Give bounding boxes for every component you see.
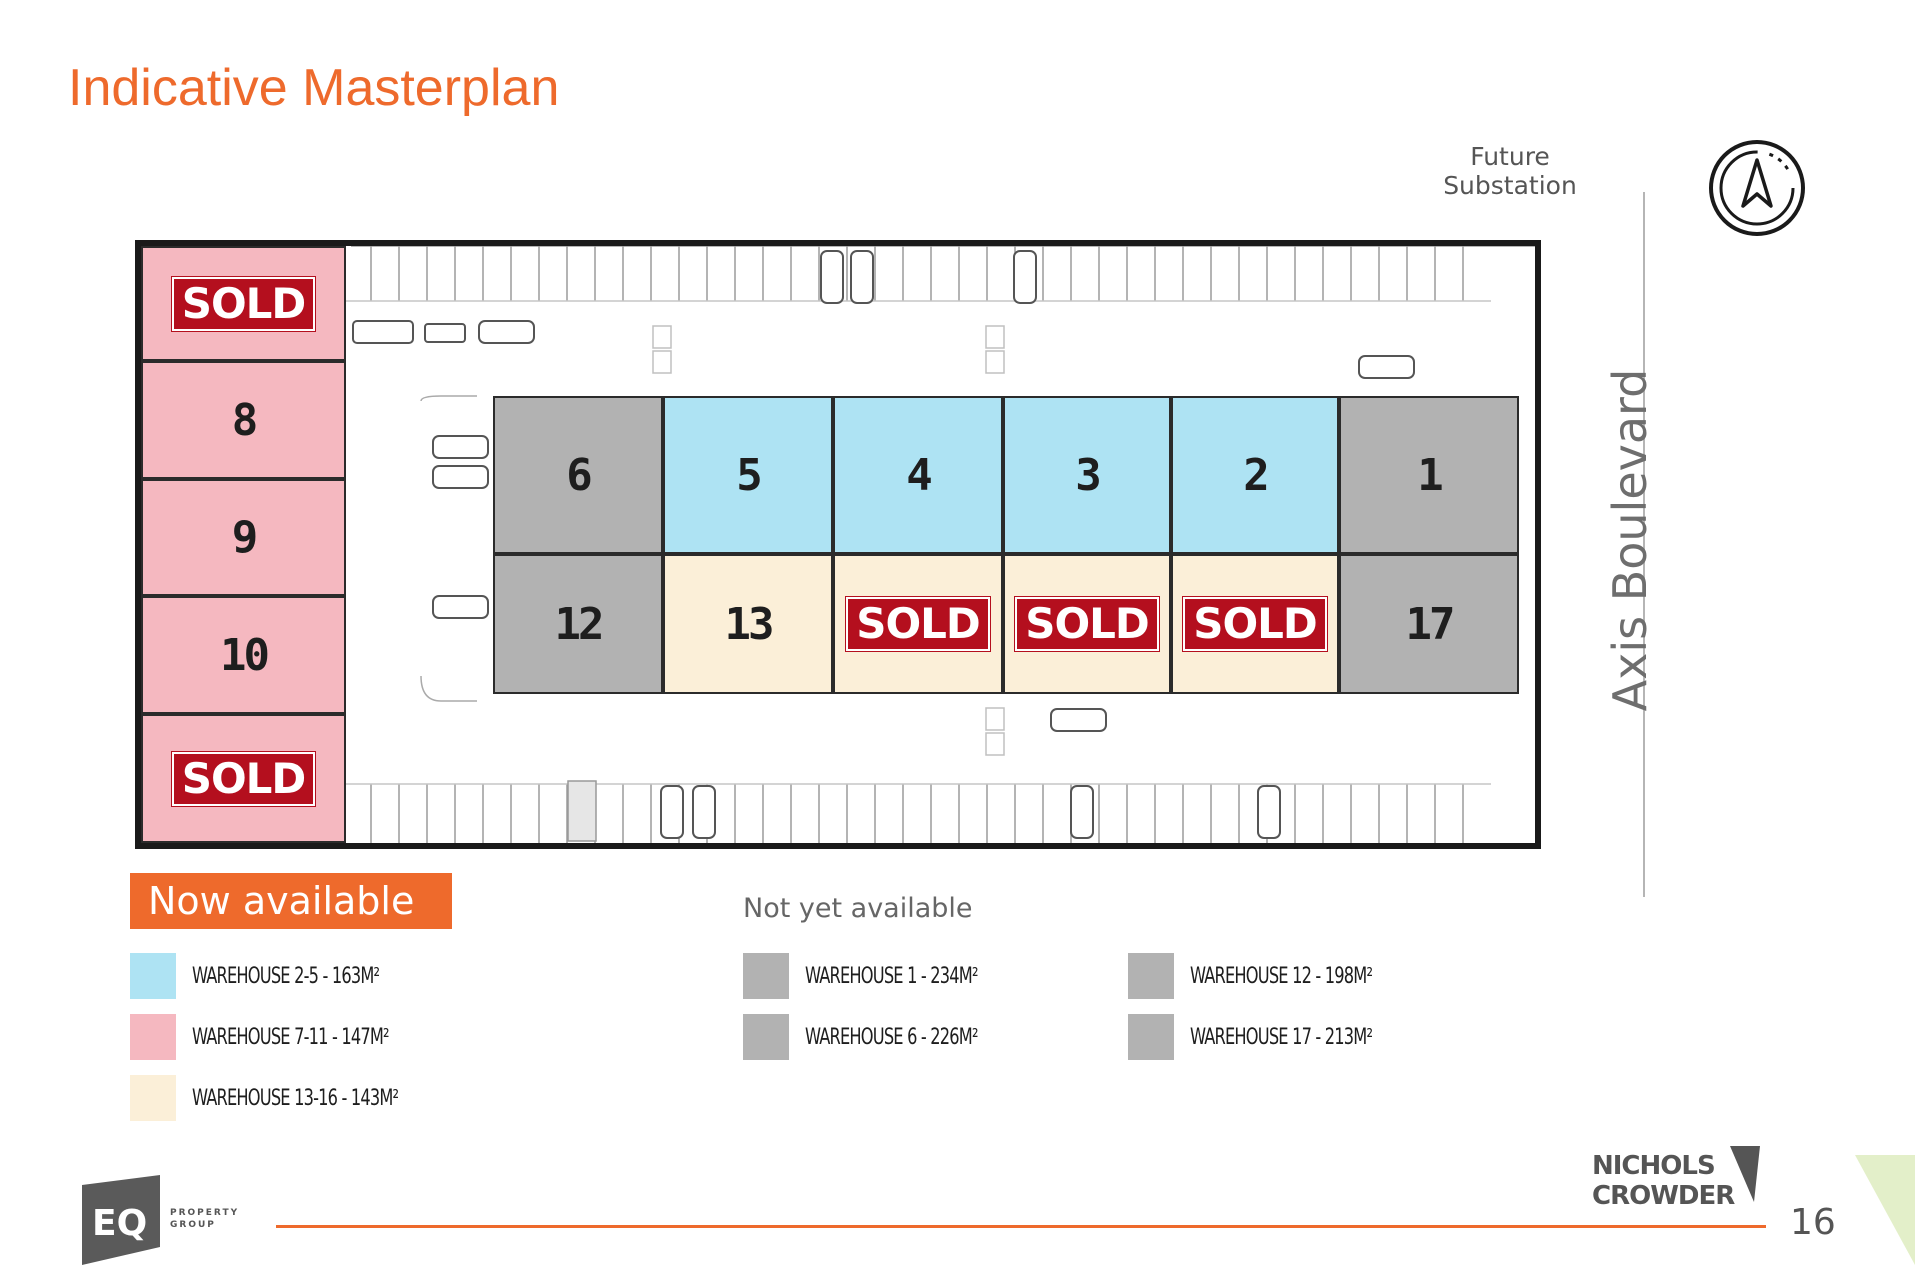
unit-number: 5 [736,449,762,501]
unit-17[interactable]: 17 [1339,554,1519,694]
eq-logo-sub1: PROPERTY [170,1208,239,1218]
legend-label: WAREHOUSE 6 - 226M² [805,1024,978,1050]
legend-swatch-cream [130,1075,176,1121]
nc-logo-line2: CROWDER [1592,1181,1735,1211]
unit-number: 12 [554,598,605,650]
page-title: Indicative Masterplan [68,59,560,117]
legend-swatch-grey [1128,1014,1174,1060]
unit-number: 10 [220,629,270,681]
eq-logo-text: EQ [92,1203,147,1244]
unit-number: 4 [906,449,932,501]
legend-item: WAREHOUSE 6 - 226M² [743,1014,1016,1060]
road-label: Axis Boulevard [1603,368,1657,712]
unit-4[interactable]: 4 [833,396,1003,554]
not-yet-available-heading: Not yet available [743,893,973,924]
unit-16[interactable]: SOLD [1171,554,1339,694]
footer-rule [276,1225,1766,1228]
substation-label: Future Substation [1443,142,1577,200]
eq-logo-sub2: GROUP [170,1220,216,1230]
legend-item: WAREHOUSE 2-5 - 163M² [130,953,420,999]
unit-5[interactable]: 5 [663,396,833,554]
unit-number: 13 [724,598,775,650]
unit-1[interactable]: 1 [1339,396,1519,554]
corner-decoration [1855,1155,1915,1269]
unit-14[interactable]: SOLD [833,554,1003,694]
unit-10[interactable]: 10 [141,596,346,714]
legend-swatch-grey [1128,953,1174,999]
unit-6[interactable]: 6 [493,396,663,554]
unit-2[interactable]: 2 [1171,396,1339,554]
site-plan: SOLD 8 9 10 SOLD 6 5 4 3 2 1 12 13 SOLD … [135,240,1541,849]
road-edge-line [1643,192,1645,897]
unit-number: 17 [1405,598,1456,650]
legend-item: WAREHOUSE 13-16 - 143M² [130,1075,443,1121]
nichols-crowder-logo: NICHOLS CROWDER [1592,1144,1772,1218]
unit-15[interactable]: SOLD [1003,554,1171,694]
legend-label: WAREHOUSE 2-5 - 163M² [192,963,380,989]
unit-8[interactable]: 8 [141,361,346,479]
unit-11[interactable]: SOLD [141,714,346,843]
unit-number: 3 [1075,449,1101,501]
nc-logo-line1: NICHOLS [1592,1151,1715,1181]
legend-swatch-grey [743,953,789,999]
north-arrow-icon [1707,138,1807,238]
legend-swatch-grey [743,1014,789,1060]
legend-swatch-pink [130,1014,176,1060]
now-available-heading: Now available [130,873,452,929]
unit-12[interactable]: 12 [493,554,663,694]
unit-number: 1 [1417,449,1443,501]
sold-badge: SOLD [1014,596,1160,652]
legend-label: WAREHOUSE 17 - 213M² [1190,1024,1373,1050]
unit-number: 9 [231,512,258,563]
legend-label: WAREHOUSE 12 - 198M² [1190,963,1373,989]
legend-item: WAREHOUSE 7-11 - 147M² [130,1014,432,1060]
page-number: 16 [1790,1202,1836,1243]
sold-badge: SOLD [845,596,991,652]
unit-number: 2 [1243,449,1269,501]
unit-number: 8 [231,394,258,446]
legend-label: WAREHOUSE 13-16 - 143M² [192,1085,399,1111]
legend-swatch-blue [130,953,176,999]
legend-item: WAREHOUSE 1 - 234M² [743,953,1016,999]
eq-property-group-logo: EQ PROPERTY GROUP [82,1175,252,1269]
legend-item: WAREHOUSE 12 - 198M² [1128,953,1412,999]
unit-3[interactable]: 3 [1003,396,1171,554]
unit-9[interactable]: 9 [141,479,346,596]
unit-number: 6 [566,449,592,501]
sold-badge: SOLD [1182,596,1328,652]
sold-badge: SOLD [170,750,317,807]
unit-13[interactable]: 13 [663,554,833,694]
legend-label: WAREHOUSE 1 - 234M² [805,963,978,989]
sold-badge: SOLD [170,275,317,332]
unit-7[interactable]: SOLD [141,246,346,361]
legend-label: WAREHOUSE 7-11 - 147M² [192,1024,390,1050]
legend-item: WAREHOUSE 17 - 213M² [1128,1014,1412,1060]
